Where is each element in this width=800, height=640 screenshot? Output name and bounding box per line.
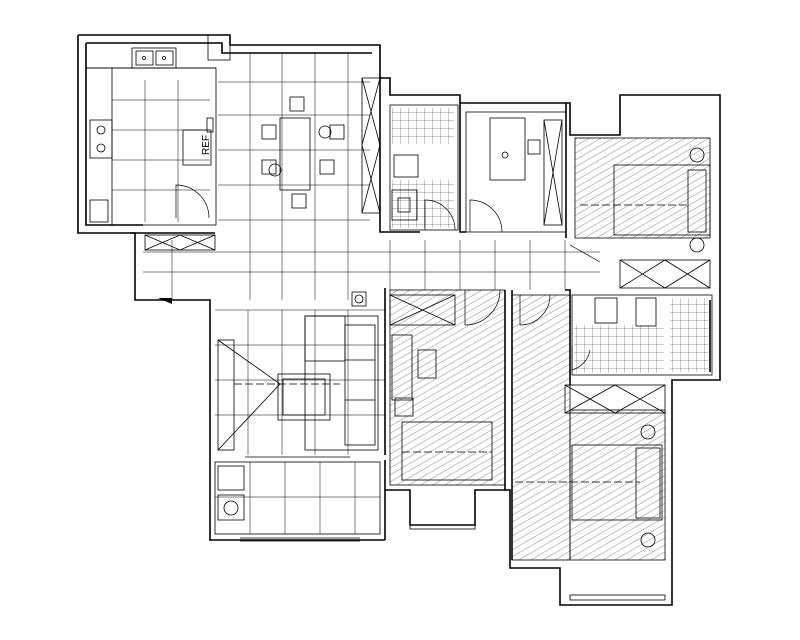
guest-bathroom bbox=[389, 104, 459, 231]
coffee-table bbox=[277, 373, 331, 421]
wardrobe bbox=[564, 384, 666, 414]
bed bbox=[571, 444, 663, 521]
interior-walls bbox=[130, 78, 571, 560]
dining-table bbox=[261, 96, 345, 209]
study-desk bbox=[489, 117, 526, 181]
master-bathroom bbox=[571, 294, 713, 376]
washbasin-icon bbox=[391, 189, 418, 221]
balcony bbox=[214, 456, 381, 542]
toilet-icon bbox=[635, 297, 657, 327]
wardrobe bbox=[619, 259, 711, 289]
entry-cabinet bbox=[144, 234, 216, 251]
bedroom-bottom-right bbox=[511, 294, 666, 601]
bedroom-top-right bbox=[569, 137, 711, 289]
kitchen-door bbox=[175, 184, 210, 219]
bed bbox=[401, 421, 493, 481]
washbasin-icon bbox=[594, 297, 618, 324]
study-room bbox=[465, 111, 567, 233]
living-dining-floor bbox=[143, 53, 600, 455]
bedroom-middle bbox=[389, 289, 506, 530]
tv-cabinet bbox=[217, 339, 340, 451]
bed bbox=[613, 164, 711, 236]
washing-machine-icon bbox=[217, 465, 245, 491]
living-room-sofa bbox=[304, 315, 379, 451]
tall-cabinet bbox=[361, 77, 381, 214]
outlet-icon bbox=[351, 291, 367, 307]
cooktop-icon bbox=[89, 119, 113, 159]
refrigerator: REF bbox=[182, 129, 212, 166]
kitchen: REF bbox=[85, 34, 231, 226]
toilet-icon bbox=[393, 154, 419, 178]
fridge-label: REF bbox=[201, 135, 212, 155]
kitchen-sink-icon bbox=[131, 47, 177, 69]
